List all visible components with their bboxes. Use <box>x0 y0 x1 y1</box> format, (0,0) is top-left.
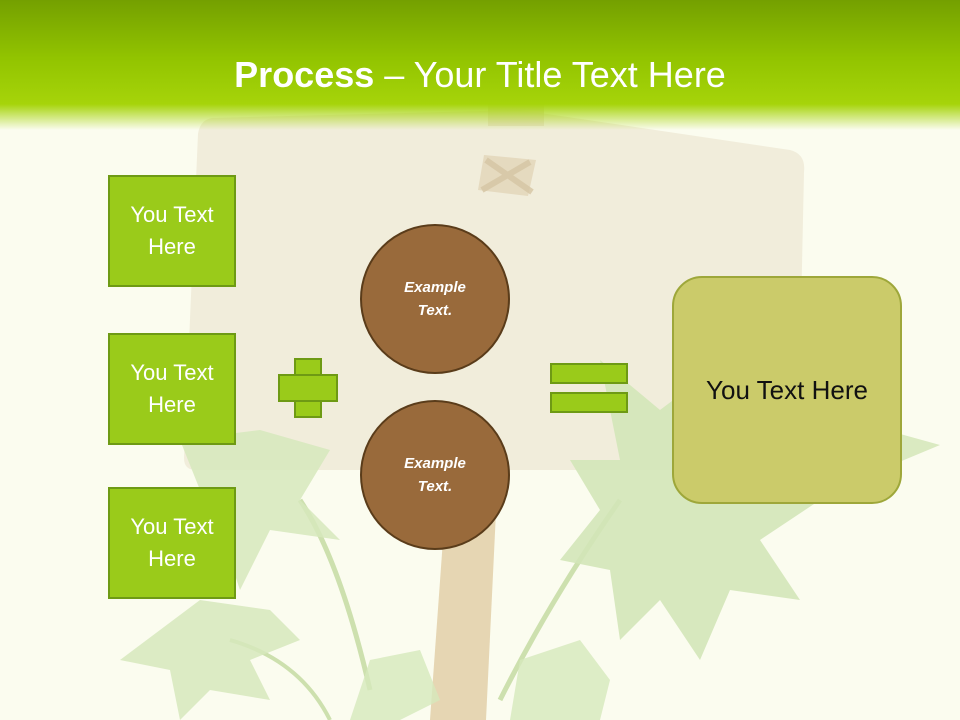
box-line: Here <box>148 234 196 259</box>
box-line: You Text <box>130 514 213 539</box>
box-line: You Text <box>130 360 213 385</box>
circle-line: Example <box>404 279 466 296</box>
result-text: You Text Here <box>706 375 868 406</box>
slide-title: Process – Your Title Text Here <box>0 52 960 98</box>
box-line: Here <box>148 546 196 571</box>
plus-icon-center <box>296 376 320 400</box>
box-line: You Text <box>130 202 213 227</box>
equals-icon-bottom-bar <box>550 392 628 413</box>
circle-line: Example <box>404 455 466 472</box>
box-line: Here <box>148 392 196 417</box>
equals-icon-top-bar <box>550 363 628 384</box>
title-bold: Process <box>234 54 374 95</box>
circle-line: Text. <box>418 302 452 319</box>
circle-line: Text. <box>418 478 452 495</box>
title-rest: – Your Title Text Here <box>374 54 726 95</box>
result-box[interactable]: You Text Here <box>672 276 902 504</box>
